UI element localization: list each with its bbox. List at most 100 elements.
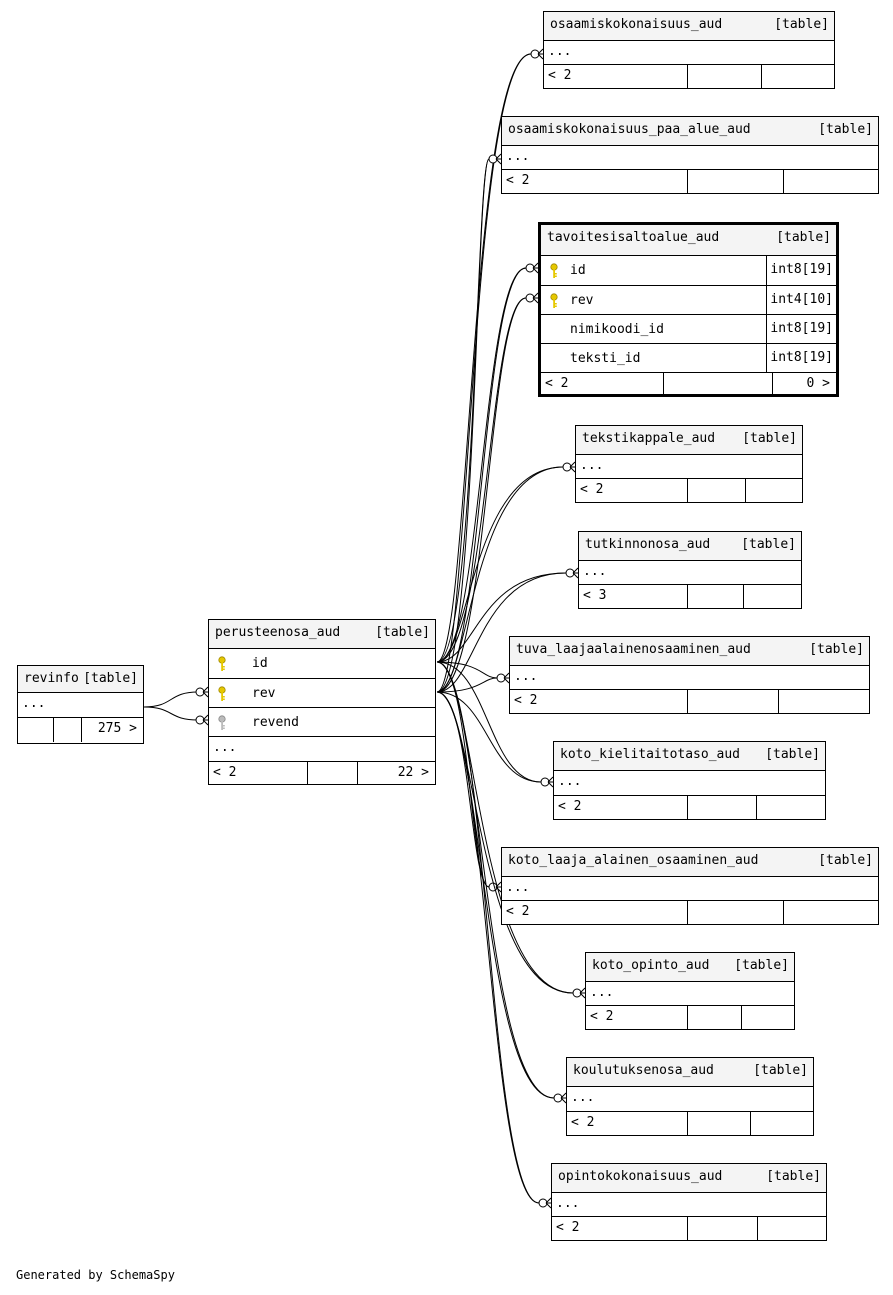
columns-ellipsis[interactable]: ... [209, 737, 435, 762]
edge-revinfo-1-crowfoot-marker [202, 714, 209, 726]
footer-cell-parents[interactable]: < 2 [576, 479, 688, 502]
column-name: id [570, 263, 586, 278]
columns-ellipsis[interactable]: ... [586, 982, 794, 1006]
edge-child-11-0 [436, 661, 540, 1204]
primary-key-icon [218, 656, 226, 676]
table-header[interactable]: koto_laaja_alainen_osaaminen_aud [table] [502, 848, 878, 877]
table-type: [table] [753, 1063, 808, 1078]
columns-ellipsis[interactable]: ... [502, 877, 878, 901]
children-count[interactable]: 22 > [397, 765, 429, 780]
footer-cell-parents[interactable]: < 2 [554, 796, 688, 819]
table-koto-opinto-aud[interactable]: koto_opinto_aud [table] ... < 2 [585, 952, 795, 1030]
column-row-id[interactable]: id [209, 649, 435, 679]
table-footer: < 2 [576, 479, 802, 502]
table-header[interactable]: revinfo [table] [18, 666, 143, 693]
table-header[interactable]: opintokokonaisuus_aud [table] [552, 1164, 826, 1193]
children-count[interactable]: 275 > [97, 721, 137, 736]
columns-ellipsis[interactable]: ... [502, 146, 878, 170]
footer-cell-parents[interactable]: < 2 [502, 901, 688, 924]
table-header[interactable]: tavoitesisaltoalue_aud [table] [541, 225, 836, 256]
table-revinfo[interactable]: revinfo [table] ... 275 > [17, 665, 144, 744]
table-type: [table] [766, 1169, 821, 1184]
columns-ellipsis[interactable]: ... [554, 771, 825, 796]
ellipsis-text: ... [506, 149, 530, 164]
parents-count: < 2 [506, 904, 530, 919]
table-name: tutkinnonosa_aud [585, 537, 711, 552]
table-tuva-laajaalainenosaaminen-aud[interactable]: tuva_laajaalainenosaaminen_aud [table] .… [509, 636, 870, 714]
table-tavoitesisaltoalue-aud[interactable]: tavoitesisaltoalue_aud [table] id int8[1… [538, 222, 839, 397]
parents-count: < 2 [514, 693, 538, 708]
table-footer: < 2 [554, 796, 825, 819]
column-row-id[interactable]: id int8[19] [541, 256, 836, 286]
table-header[interactable]: tekstikappale_aud [table] [576, 426, 802, 455]
columns-ellipsis[interactable]: ... [544, 41, 834, 65]
table-header[interactable]: tutkinnonosa_aud [table] [579, 532, 801, 561]
column-row-rev[interactable]: rev int4[10] [541, 286, 836, 315]
columns-ellipsis[interactable]: ... [18, 693, 143, 718]
column-type: int8[19] [766, 256, 836, 285]
table-opintokokonaisuus-aud[interactable]: opintokokonaisuus_aud [table] ... < 2 [551, 1163, 827, 1241]
footer-cell-parents[interactable]: < 3 [579, 585, 688, 608]
parents-count: < 2 [558, 799, 582, 814]
table-header[interactable]: koto_kielitaitotaso_aud [table] [554, 742, 825, 771]
parents-count: < 2 [590, 1009, 614, 1024]
children-count[interactable]: 0 > [806, 376, 830, 391]
table-name: osaamiskokonaisuus_aud [550, 17, 723, 32]
edge-child-9-optional-marker [572, 988, 582, 998]
columns-ellipsis[interactable]: ... [567, 1087, 813, 1112]
columns-ellipsis[interactable]: ... [552, 1193, 826, 1217]
table-perusteenosa-aud[interactable]: perusteenosa_aud [table] id rev revend .… [208, 619, 436, 785]
columns-ellipsis[interactable]: ... [576, 455, 802, 479]
footer-cell-parents[interactable]: < 2 [567, 1112, 688, 1135]
table-header[interactable]: osaamiskokonaisuus_paa_alue_aud [table] [502, 117, 878, 146]
footer-cell-parents[interactable] [18, 718, 54, 742]
footer-cell-middle [688, 1112, 751, 1135]
footer-cell-parents[interactable]: < 2 [586, 1006, 688, 1029]
table-type: [table] [765, 747, 820, 762]
footer-cell-parents[interactable]: < 2 [502, 170, 688, 193]
column-row-rev[interactable]: rev [209, 679, 435, 708]
column-row-nimikoodi-id[interactable]: nimikoodi_id int8[19] [541, 315, 836, 344]
table-header[interactable]: perusteenosa_aud [table] [209, 620, 435, 649]
edge-child-2-1 [436, 267, 527, 693]
table-osaamiskokonaisuus-paa-alue-aud[interactable]: osaamiskokonaisuus_paa_alue_aud [table] … [501, 116, 879, 194]
column-row-teksti-id[interactable]: teksti_id int8[19] [541, 344, 836, 373]
edge-child-11-1 [436, 691, 540, 1204]
footer-cell-parents[interactable]: < 2 [552, 1217, 688, 1240]
edge-child-6-0 [436, 661, 498, 679]
footer-cell-parents[interactable]: < 2 [209, 762, 308, 784]
generated-by-text: Generated by SchemaSpy [16, 1268, 175, 1282]
table-koulutuksenosa-aud[interactable]: koulutuksenosa_aud [table] ... < 2 [566, 1057, 814, 1136]
table-tekstikappale-aud[interactable]: tekstikappale_aud [table] ... < 2 [575, 425, 803, 503]
footer-cell-parents[interactable]: < 2 [541, 373, 664, 394]
footer-cell-parents[interactable]: < 2 [544, 65, 688, 88]
table-type: [table] [83, 671, 138, 686]
table-header[interactable]: koto_opinto_aud [table] [586, 953, 794, 982]
table-koto-laaja-alainen-osaaminen-aud[interactable]: koto_laaja_alainen_osaaminen_aud [table]… [501, 847, 879, 925]
table-koto-kielitaitotaso-aud[interactable]: koto_kielitaitotaso_aud [table] ... < 2 [553, 741, 826, 820]
table-osaamiskokonaisuus-aud[interactable]: osaamiskokonaisuus_aud [table] ... < 2 [543, 11, 835, 89]
footer-cell-middle [664, 373, 773, 394]
table-header[interactable]: koulutuksenosa_aud [table] [567, 1058, 813, 1087]
edge-child-0-crowfoot-marker [537, 48, 544, 60]
edge-child-4-crowfoot-marker [569, 461, 576, 473]
parents-count: < 2 [506, 173, 530, 188]
table-tutkinnonosa-aud[interactable]: tutkinnonosa_aud [table] ... < 3 [578, 531, 802, 609]
footer-cell-parents[interactable]: < 2 [510, 690, 688, 713]
edge-child-3-1 [436, 297, 527, 693]
table-name: tekstikappale_aud [582, 431, 716, 446]
column-row-revend[interactable]: revend [209, 708, 435, 737]
table-footer: 275 > [18, 718, 143, 742]
table-footer: < 2 [510, 690, 869, 713]
edge-child-5-0 [436, 572, 567, 663]
edge-child-9-1 [436, 691, 574, 994]
table-header[interactable]: tuva_laajaalainenosaaminen_aud [table] [510, 637, 869, 666]
columns-ellipsis[interactable]: ... [510, 666, 869, 690]
columns-ellipsis[interactable]: ... [579, 561, 801, 585]
table-name: koto_opinto_aud [592, 958, 710, 973]
column-name: revend [252, 715, 299, 730]
ellipsis-text: ... [558, 774, 582, 789]
primary-key-icon [550, 293, 558, 313]
table-header[interactable]: osaamiskokonaisuus_aud [table] [544, 12, 834, 41]
